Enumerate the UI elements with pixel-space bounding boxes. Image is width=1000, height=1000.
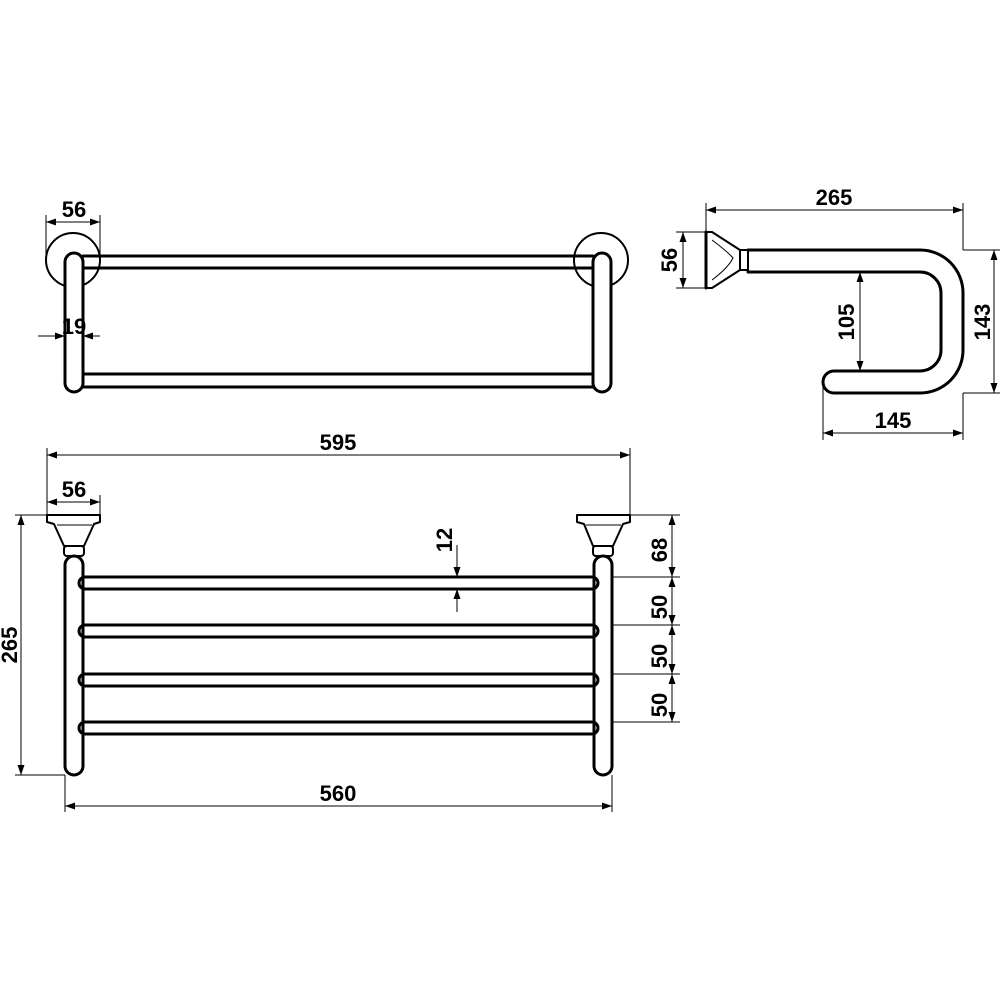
- side-view-outline: [704, 230, 965, 395]
- label-side-inner-drop: 105: [834, 304, 859, 341]
- label-side-base: 56: [657, 248, 682, 272]
- dimension-top-tube: 19: [38, 314, 100, 340]
- dimension-front-overall-width: 595: [46, 430, 631, 515]
- dimension-side-base: 56: [657, 231, 706, 289]
- dimension-side-inner-drop: 105: [834, 272, 864, 371]
- label-side-bottom: 145: [875, 408, 912, 433]
- top-view-outline: [45, 232, 629, 394]
- label-side-length: 265: [816, 185, 853, 210]
- label-front-base-width: 56: [62, 477, 86, 502]
- dimension-front-base-width: 56: [47, 477, 101, 515]
- label-front-spacing-2: 50: [647, 644, 672, 668]
- label-front-post-spacing: 560: [320, 781, 357, 806]
- dimension-front-bar-thickness: 12: [432, 528, 461, 612]
- label-front-height: 265: [0, 627, 22, 664]
- label-side-height: 143: [970, 304, 995, 341]
- label-front-spacing-3: 50: [647, 693, 672, 717]
- label-front-overall-width: 595: [320, 430, 357, 455]
- top-view: 56 19: [38, 197, 629, 394]
- dimension-side-height: 143: [963, 249, 1000, 394]
- dimension-front-post-spacing: 560: [64, 775, 613, 812]
- dimension-top-depth: 56: [45, 197, 101, 260]
- front-view: 595 56 12 265 68 5: [0, 430, 680, 812]
- label-front-top-offset: 68: [647, 538, 672, 562]
- dimension-side-bottom: 145: [822, 382, 964, 440]
- side-view: 265 56 105 143 145: [657, 185, 1000, 440]
- label-front-spacing-1: 50: [647, 595, 672, 619]
- label-top-tube: 19: [62, 314, 86, 339]
- dimension-side-length: 265: [705, 185, 964, 250]
- dimension-front-spacing-chain: 68 50 50 50: [612, 514, 680, 723]
- label-front-bar-thickness: 12: [432, 528, 457, 552]
- label-top-depth: 56: [62, 197, 86, 222]
- front-view-outline: [46, 514, 631, 777]
- dimension-front-height: 265: [0, 514, 65, 776]
